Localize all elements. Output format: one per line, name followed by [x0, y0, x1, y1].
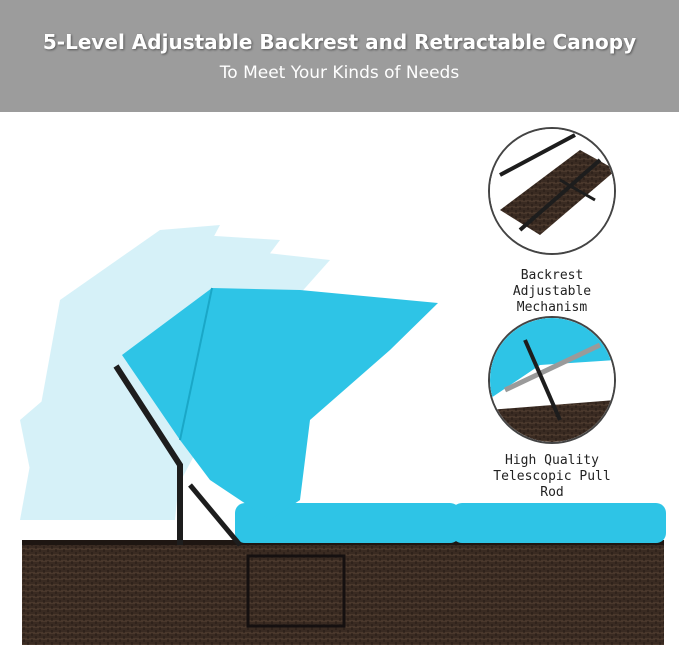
header-banner: 5-Level Adjustable Backrest and Retracta…	[0, 0, 679, 112]
canopy	[122, 288, 438, 520]
banner-title: 5-Level Adjustable Backrest and Retracta…	[42, 30, 637, 54]
backrest-callout-line1: Backrest Adjustable	[512, 268, 592, 299]
pull-rod-callout-line1: High Quality	[505, 453, 599, 468]
backrest-callout: Backrest Adjustable Mechanism	[482, 268, 622, 316]
storage-drawer	[246, 554, 346, 628]
seat-cushion	[235, 503, 460, 543]
chaise-lounge-illustration	[20, 127, 666, 645]
backrest-callout-line2: Mechanism	[516, 300, 588, 315]
banner-subtitle: To Meet Your Kinds of Needs	[219, 63, 460, 83]
pull-rod-callout-line2: Telescopic Pull Rod	[493, 469, 611, 500]
foot-cushion	[452, 503, 666, 543]
pull-rod-callout: High Quality Telescopic Pull Rod	[482, 453, 622, 501]
backrest-frame	[113, 364, 183, 545]
